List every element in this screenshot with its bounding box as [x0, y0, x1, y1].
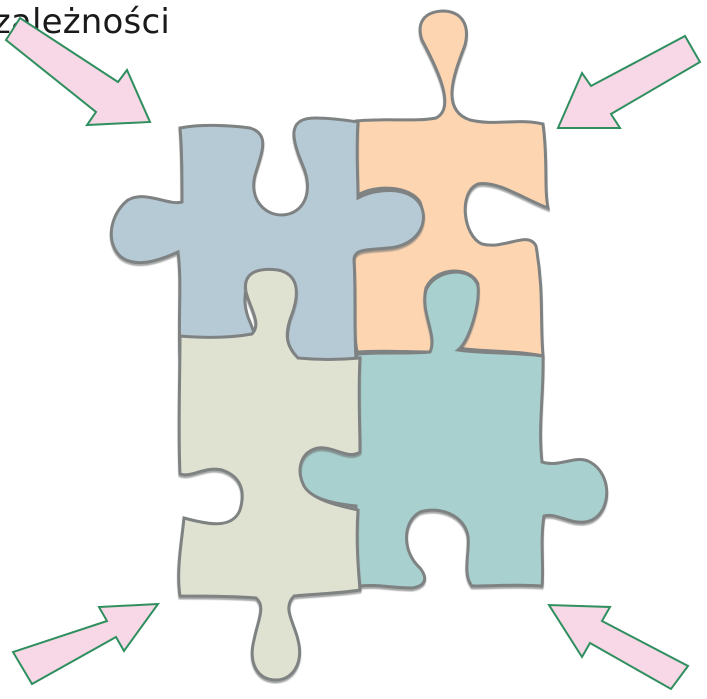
arrow-icon-top-right [556, 34, 702, 129]
arrow-icon-top-left [4, 16, 152, 127]
puzzle-piece-bottom-left [177, 267, 362, 682]
arrow-icon-bottom-right [547, 603, 690, 691]
arrow-icon-bottom-left [11, 602, 161, 686]
